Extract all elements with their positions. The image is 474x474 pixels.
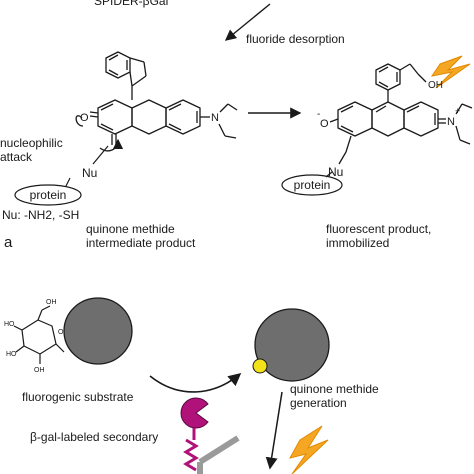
substrate-sphere	[63, 297, 133, 365]
svg-text:O: O	[58, 329, 64, 336]
galactose-ring-icon	[13, 305, 65, 364]
activation-curved-arrow	[149, 372, 242, 393]
galactose-hydroxyls: HO HO OH OH O	[4, 299, 64, 374]
intermediate-caption-line2: intermediate product	[86, 236, 196, 250]
nucleophile-options: Nu: -NH2, -SH	[2, 208, 80, 222]
fluoride-desorption-label: fluoride desorption	[246, 32, 345, 46]
activated-sphere	[254, 308, 330, 382]
antibody-icon	[197, 435, 240, 474]
product-oxide-charge: -	[317, 109, 320, 120]
product-iminium-charge: +	[455, 106, 460, 116]
qm-generation-line2: generation	[290, 396, 347, 410]
secondary-label: β-gal-labeled secondary	[30, 430, 159, 444]
substrate-label: fluorogenic substrate	[22, 390, 134, 404]
product-hydroxyl: OH	[428, 80, 443, 91]
protein-ellipse-product	[281, 174, 343, 196]
nucleophile-attack-arrow	[92, 145, 109, 165]
carbonyl-oxygen: O	[80, 112, 89, 124]
intermediate-amine: N	[211, 112, 219, 124]
fluoride-desorption-arrow	[224, 3, 271, 41]
intermediate-protein: protein	[29, 188, 67, 202]
intermediate-nu: Nu	[82, 166, 98, 180]
svg-text:OH: OH	[46, 299, 57, 306]
product-oxide: O	[320, 118, 329, 130]
product-caption-line2: immobilized	[326, 236, 390, 250]
product-caption-line1: fluorescent product,	[326, 222, 432, 236]
nucleophilic-label-line1: nucleophilic	[0, 136, 63, 150]
quinone-methide-structure	[75, 51, 238, 152]
svg-text:OH: OH	[34, 367, 45, 374]
svg-text:HO: HO	[6, 351, 17, 358]
qm-generation-line1: quinone methide	[290, 382, 379, 396]
nucleophilic-label-line2: attack	[0, 150, 33, 164]
lightning-bolt-icon-bottom	[289, 425, 329, 474]
product-protein: protein	[293, 178, 331, 192]
quinone-methide-dot	[252, 358, 268, 374]
svg-text:HO: HO	[4, 321, 15, 328]
panel-label-a: a	[4, 234, 13, 251]
downward-arrow	[265, 391, 283, 470]
intermediate-caption-line1: quinone methide	[86, 222, 175, 236]
enzyme-pacman-icon	[180, 397, 209, 472]
fluorescent-product-structure	[329, 63, 473, 165]
product-iminium: N	[447, 116, 455, 128]
product-nu: Nu	[328, 165, 344, 179]
spider-bgal-title: SPIDER-βGal	[94, 0, 169, 8]
protein-ellipse-intermediate	[14, 184, 82, 206]
lightning-bolt-icon	[430, 55, 471, 89]
